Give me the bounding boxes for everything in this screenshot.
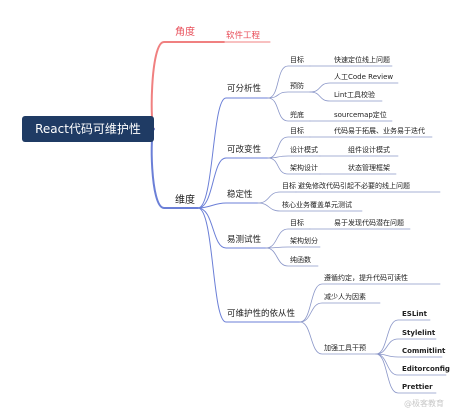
testability-goal-detail: 易于发现代码潜在问题	[334, 219, 404, 227]
analyzability-prevent: 预防	[290, 82, 304, 90]
watermark: @极客教育	[404, 399, 444, 408]
connector-root-angle	[150, 41, 225, 130]
testability-goal: 目标	[290, 219, 304, 227]
testability-pure-function: 纯函数	[290, 256, 311, 264]
branch-angle: 角度	[175, 27, 195, 38]
category-compliance: 可维护性的依从性	[227, 309, 296, 319]
fallback-detail: sourcemap定位	[334, 111, 387, 119]
category-stability: 稳定性	[227, 190, 253, 200]
tool-editorconfig: Editorconfig	[402, 365, 450, 373]
tool-eslint: ESLint	[402, 310, 428, 318]
stability-goal: 目标	[282, 182, 296, 190]
tool-stylelint: Stylelint	[402, 329, 436, 337]
compliance-reduce-human: 减少人为因素	[324, 293, 366, 301]
category-changeability: 可改变性	[227, 145, 262, 155]
design-pattern-detail: 组件设计模式	[348, 146, 390, 154]
category-testability: 易测试性	[227, 235, 262, 245]
changeability-design-pattern: 设计模式	[290, 146, 318, 154]
analyzability-fallback: 兜底	[290, 111, 304, 119]
analyzability-goal: 目标	[290, 56, 304, 64]
prevent-item-lint: Lint工具校验	[334, 91, 376, 99]
connector-dim-testability	[197, 207, 267, 249]
connector-dim-stability	[197, 202, 259, 209]
connector-dim-compliance	[197, 207, 301, 323]
connector-dim-analyzability	[197, 97, 269, 209]
prevent-item-code-review: 人工Code Review	[334, 73, 394, 81]
stability-unit-test: 核心业务覆盖单元测试	[282, 201, 352, 209]
compliance-follow-convention: 遵循约定，提升代码可读性	[324, 274, 408, 282]
category-analyzability: 可分析性	[227, 84, 262, 94]
arch-design-detail: 状态管理框架	[348, 164, 390, 172]
node-software-engineering: 软件工程	[226, 31, 261, 41]
connector-dim-changeability	[197, 157, 269, 209]
tool-commitlint: Commitlint	[402, 347, 446, 355]
changeability-goal-detail: 代码易于拓展、业务易于迭代	[334, 127, 425, 135]
branch-dimension: 维度	[175, 195, 195, 206]
tool-prettier: Prettier	[402, 383, 433, 391]
changeability-arch-design: 架构设计	[290, 164, 318, 172]
analyzability-goal-detail: 快速定位线上问题	[334, 56, 390, 64]
root-node: React代码可维护性	[22, 116, 154, 142]
changeability-goal: 目标	[290, 127, 304, 135]
stability-goal-detail: 避免修改代码引起不必要的线上问题	[298, 182, 410, 190]
compliance-tools: 加强工具干预	[324, 344, 366, 352]
testability-arch-split: 架构划分	[290, 237, 318, 245]
